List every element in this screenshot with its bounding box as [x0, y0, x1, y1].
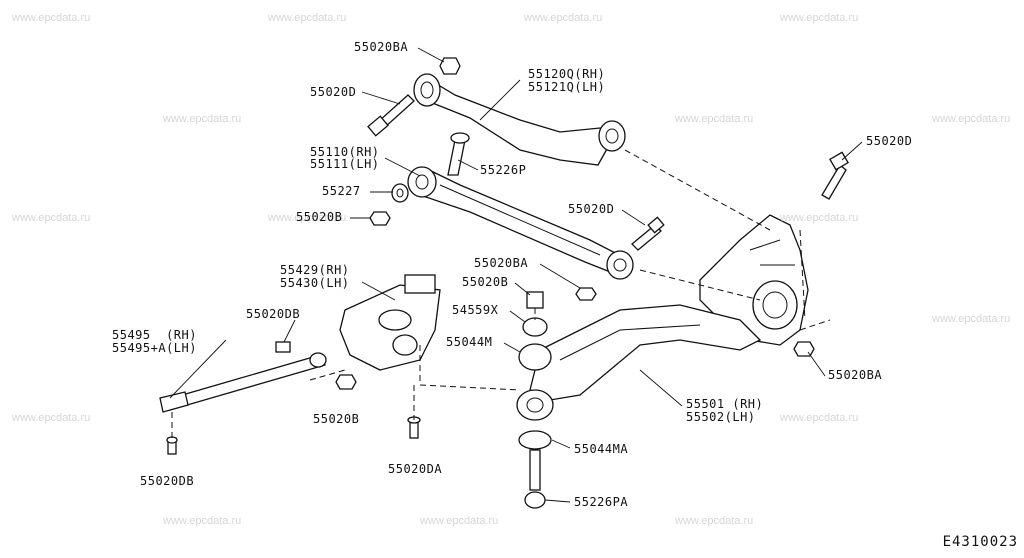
nut-55020BA-top	[439, 57, 461, 75]
part-label-55020BA-right: 55020BA	[828, 368, 883, 382]
part-label-55020B-low: 55020B	[313, 412, 360, 426]
part-label-55110: 55110(RH)	[310, 145, 380, 159]
assembly-lines	[171, 149, 831, 438]
part-label-55429: 55429(RH)	[280, 263, 350, 277]
knuckle-housing	[699, 214, 809, 346]
part-label-55227: 55227	[322, 184, 361, 198]
watermark: www.epcdata.ru	[675, 515, 754, 527]
stabilizer-rod	[159, 352, 327, 413]
part-label-55044M: 55044M	[446, 335, 493, 349]
part-label-55020DA: 55020DA	[388, 462, 443, 476]
part-label-55020BA-mid: 55020BA	[474, 256, 529, 270]
part-label-55111: 55111(LH)	[310, 157, 380, 171]
watermark: www.epcdata.ru	[420, 515, 499, 527]
nut-55020BA-mid	[575, 287, 597, 301]
diagram-code: E4310023	[942, 534, 1018, 550]
nut-55020B-left	[369, 211, 391, 226]
part-label-55020BA-top: 55020BA	[354, 40, 409, 54]
part-label-55020D-mid: 55020D	[568, 202, 615, 216]
bolt-55020D-left	[367, 94, 415, 137]
part-label-55020B-mid: 55020B	[462, 275, 509, 289]
part-label-55044MA: 55044MA	[574, 442, 629, 456]
watermark: www.epcdata.ru	[932, 113, 1011, 125]
part-label-55120Q: 55120Q(RH)	[528, 67, 606, 81]
watermark: www.epcdata.ru	[780, 412, 859, 424]
watermark: www.epcdata.ru	[12, 212, 91, 224]
part-label-55226P: 55226P	[480, 163, 527, 177]
watermark: www.epcdata.ru	[268, 12, 347, 24]
part-label-55020B-left: 55020B	[296, 210, 343, 224]
bolt-55020DB-top	[275, 341, 291, 353]
watermark: www.epcdata.ru	[780, 212, 859, 224]
watermark: www.epcdata.ru	[12, 412, 91, 424]
bolt-55020DB-bottom	[166, 436, 178, 455]
part-label-55020D-right: 55020D	[866, 134, 913, 148]
watermark: www.epcdata.ru	[780, 12, 859, 24]
watermark: www.epcdata.ru	[163, 113, 242, 125]
watermark: www.epcdata.ru	[12, 12, 91, 24]
watermark: www.epcdata.ru	[268, 212, 347, 224]
watermark: www.epcdata.ru	[932, 313, 1011, 325]
watermark: www.epcdata.ru	[675, 113, 754, 125]
part-label-55121Q: 55121Q(LH)	[528, 80, 606, 94]
bolt-55226P	[447, 132, 470, 176]
bolt-55020D-mid	[631, 216, 665, 251]
nut-55020BA-right	[793, 341, 815, 357]
part-label-55430: 55430(LH)	[280, 276, 350, 290]
part-label-55020D-left: 55020D	[310, 85, 357, 99]
part-label-55020DB-top: 55020DB	[246, 307, 301, 321]
watermark: www.epcdata.ru	[524, 12, 603, 24]
washer-55227	[391, 183, 409, 203]
bolt-55020DA	[407, 416, 421, 439]
bolt-55020D-right	[821, 151, 849, 200]
part-label-55502: 55502(LH)	[686, 410, 756, 424]
bracket-55429	[339, 274, 441, 371]
part-label-55495A: 55495+A(LH)	[112, 341, 197, 355]
upper-lateral-arm	[413, 73, 626, 166]
leader-lines	[169, 47, 863, 503]
trailing-arm	[529, 304, 762, 401]
part-label-55226PA: 55226PA	[574, 495, 629, 509]
nut-55020B-low	[335, 374, 357, 390]
lower-link	[407, 166, 634, 280]
part-label-54559X: 54559X	[452, 303, 499, 317]
part-label-55020DB-bottom: 55020DB	[140, 474, 195, 488]
bushing-stack	[516, 291, 554, 509]
part-label-55501: 55501 (RH)	[686, 397, 764, 411]
watermark: www.epcdata.ru	[163, 515, 242, 527]
part-label-55495: 55495 (RH)	[112, 328, 197, 342]
